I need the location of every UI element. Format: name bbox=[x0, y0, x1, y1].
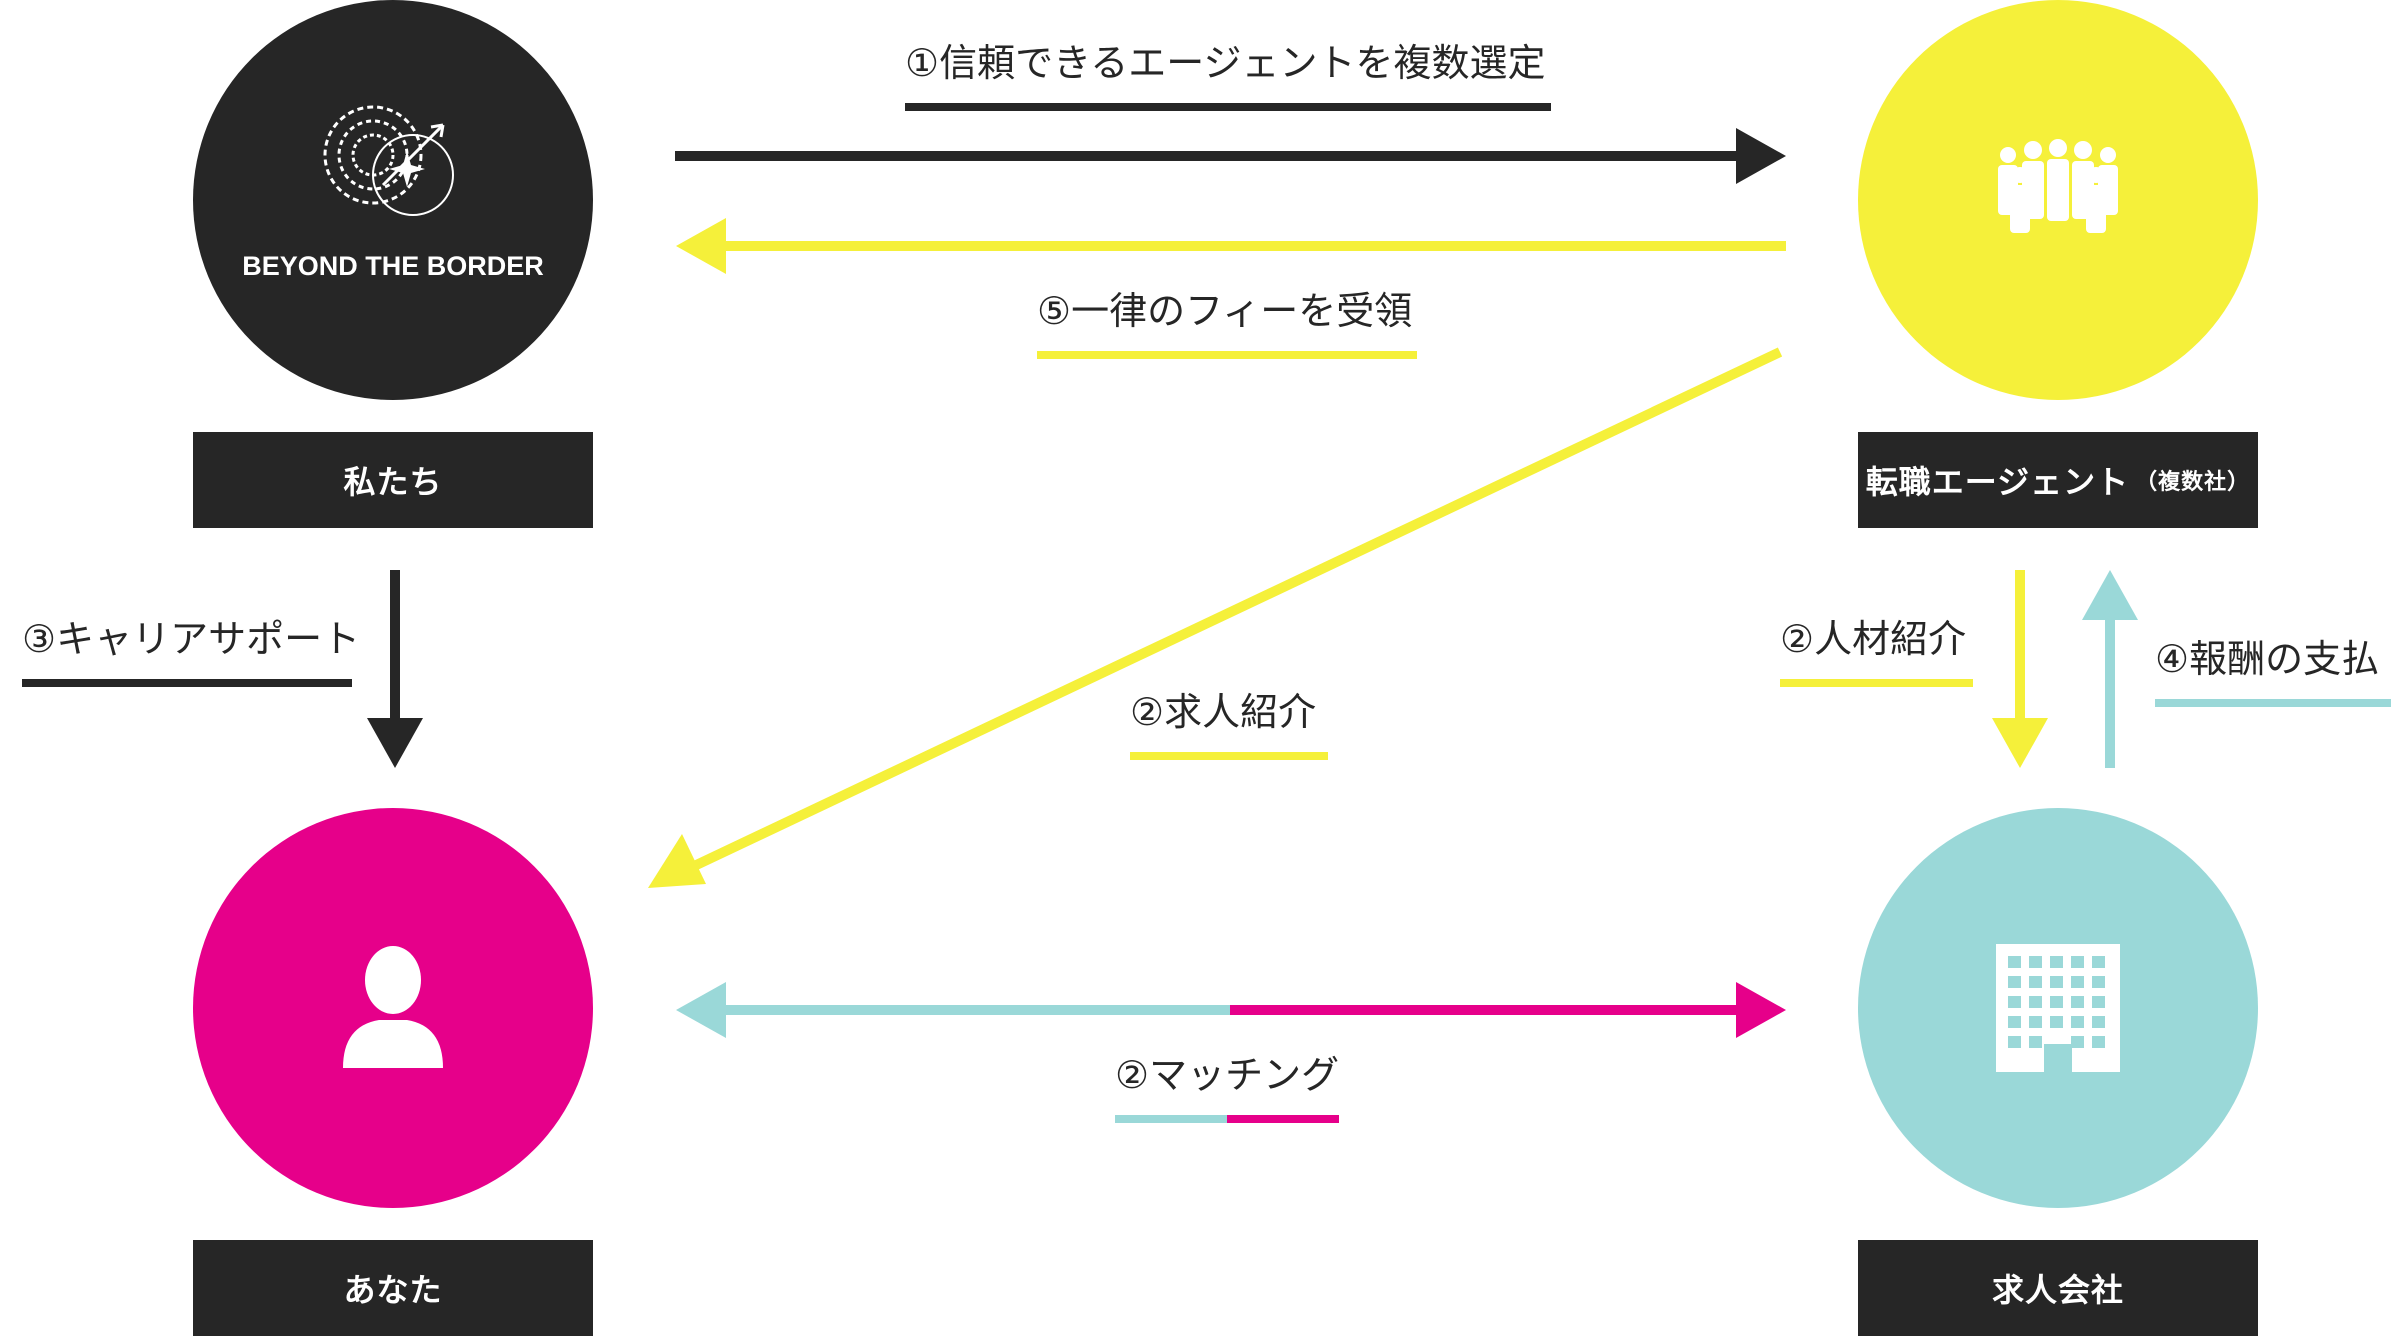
agents-label-sub: （複数社） bbox=[2135, 470, 2251, 495]
agents-label: 転職エージェント bbox=[1865, 463, 2130, 501]
building-window bbox=[2050, 956, 2063, 968]
building-window bbox=[2071, 1036, 2084, 1048]
building-window bbox=[2029, 956, 2042, 968]
you-label: あなた bbox=[343, 1271, 443, 1309]
people-group-icon bbox=[1998, 139, 2118, 233]
building-window bbox=[2092, 1036, 2105, 1048]
flow-label-job-intro: ②求人紹介 bbox=[1130, 690, 1317, 734]
building-window bbox=[2029, 996, 2042, 1008]
underline-matching-teal bbox=[1115, 1115, 1227, 1123]
agents-label-box: 転職エージェント （複数社） bbox=[1858, 432, 2258, 528]
arrow-matching bbox=[676, 982, 1786, 1038]
underline-payment bbox=[2155, 699, 2391, 707]
building-window bbox=[2050, 976, 2063, 988]
flow-label-career-support: ③キャリアサポート bbox=[22, 617, 361, 661]
building-window bbox=[2050, 1016, 2063, 1028]
flow-label-payment: ④報酬の支払 bbox=[2155, 637, 2380, 681]
building-window bbox=[2008, 976, 2021, 988]
building-window bbox=[2008, 996, 2021, 1008]
building-window bbox=[2071, 996, 2084, 1008]
arrow-select-agents bbox=[675, 128, 1786, 184]
building-window bbox=[2008, 1036, 2021, 1048]
building-window bbox=[2092, 1016, 2105, 1028]
building-window bbox=[2092, 976, 2105, 988]
company-label-box: 求人会社 bbox=[1858, 1240, 2258, 1336]
person-icon bbox=[343, 946, 443, 1068]
arrow-career-support bbox=[367, 570, 423, 768]
underline-select-agents bbox=[905, 103, 1551, 111]
building-window bbox=[2071, 976, 2084, 988]
flow-label-select-agents: ①信頼できるエージェントを複数選定 bbox=[905, 41, 1546, 85]
flow-label-fee: ⑤一律のフィーを受領 bbox=[1037, 289, 1413, 333]
logo-text: BEYOND THE BORDER bbox=[242, 251, 544, 281]
building-window bbox=[2029, 976, 2042, 988]
underline-matching-magenta bbox=[1227, 1115, 1339, 1123]
building-window bbox=[2071, 956, 2084, 968]
building-window bbox=[2092, 956, 2105, 968]
company-label: 求人会社 bbox=[1991, 1271, 2124, 1309]
building-window bbox=[2008, 956, 2021, 968]
arrow-payment bbox=[2082, 570, 2138, 768]
us-label-box: 私たち bbox=[193, 432, 593, 528]
underline-talent-intro bbox=[1780, 679, 1973, 687]
flow-label-talent-intro: ②人材紹介 bbox=[1780, 617, 1967, 661]
globe-logo-icon bbox=[323, 105, 454, 216]
arrow-fee bbox=[676, 218, 1786, 274]
building-icon bbox=[1996, 944, 2120, 1072]
arrow-job-intro bbox=[648, 347, 1783, 888]
you-label-box: あなた bbox=[193, 1240, 593, 1336]
building-window bbox=[2008, 1016, 2021, 1028]
building-window bbox=[2029, 1036, 2042, 1048]
building-window bbox=[2050, 996, 2063, 1008]
underline-fee bbox=[1037, 351, 1417, 359]
underline-job-intro bbox=[1130, 752, 1328, 760]
building-window bbox=[2071, 1016, 2084, 1028]
arrow-talent-intro bbox=[1992, 570, 2048, 768]
us-label: 私たち bbox=[343, 463, 443, 501]
building-window bbox=[2092, 996, 2105, 1008]
building-window bbox=[2029, 1016, 2042, 1028]
underline-career-support bbox=[22, 679, 352, 687]
flow-label-matching: ②マッチング bbox=[1115, 1053, 1340, 1097]
